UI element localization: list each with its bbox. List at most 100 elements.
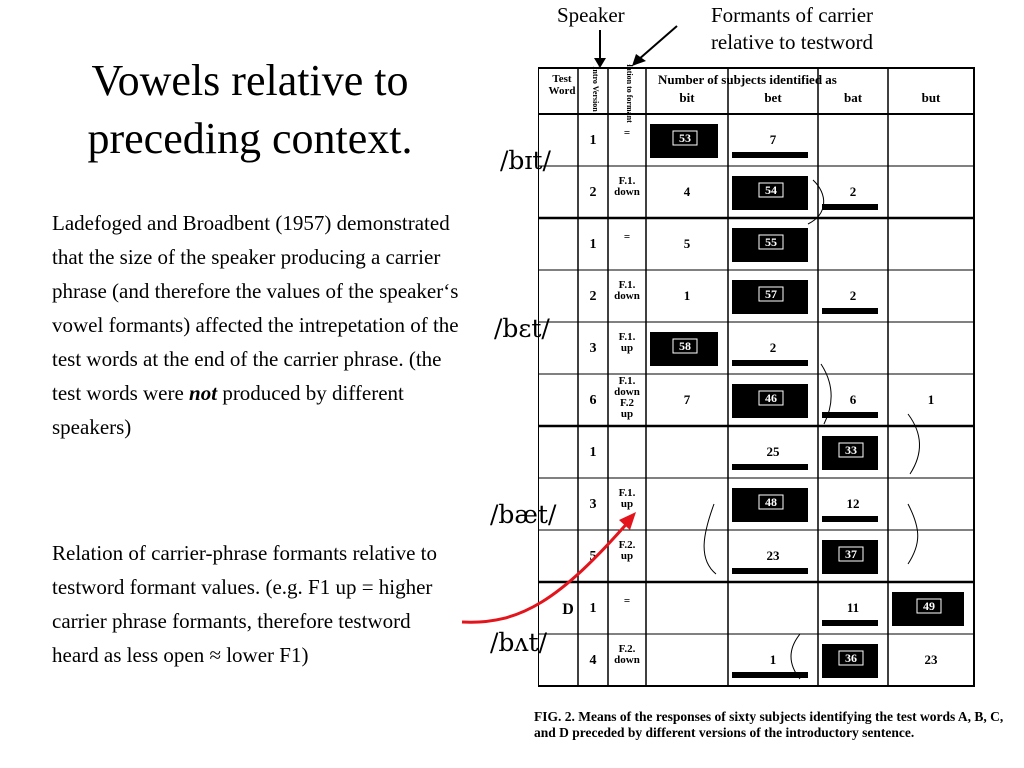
filled-cell	[732, 384, 808, 418]
cell-value: 57	[765, 287, 777, 301]
paragraph-text-b: produced by different speakers)	[52, 381, 404, 439]
cell-value: 4	[684, 184, 691, 199]
row-relation: down	[614, 386, 640, 398]
row-version: 4	[590, 653, 597, 668]
cell-value: 36	[845, 651, 857, 665]
cell-value-box	[838, 546, 864, 562]
formants-annotation: Formants of carrier relative to testword	[672, 2, 912, 56]
row-version: 1	[590, 601, 597, 616]
row-version: 5	[590, 549, 597, 564]
header-relation: Relation to formant	[625, 64, 634, 123]
cell-value: 11	[847, 600, 859, 615]
filled-cell	[650, 332, 718, 366]
cell-value: 46	[765, 391, 777, 405]
filled-cell	[822, 436, 878, 470]
figure-curved-arrow	[790, 633, 801, 680]
cell-value-box	[758, 286, 784, 302]
cell-value-box	[758, 494, 784, 510]
speaker-annotation: Speaker	[557, 3, 625, 27]
cell-value: 5	[684, 236, 691, 251]
cell-value: 1	[770, 652, 777, 667]
row-relation: F.2.	[619, 643, 636, 655]
row-relation: up	[621, 342, 633, 354]
row-relation: F.1.	[619, 375, 636, 387]
filled-cell	[822, 540, 878, 574]
row-relation: up	[621, 408, 633, 420]
row-relation: F.2	[620, 397, 634, 409]
test-word-d: D	[562, 601, 574, 618]
cell-bar	[822, 412, 878, 418]
cell-bar	[822, 516, 878, 522]
ipa-label-bit: /bɪt/	[500, 146, 551, 175]
row-version: 1	[590, 237, 597, 252]
filled-cell	[732, 280, 808, 314]
cell-value: 1	[928, 392, 935, 407]
row-relation: up	[621, 550, 633, 562]
row-version: 3	[590, 341, 597, 356]
paragraph-text-a: Ladefoged and Broadbent (1957) demonstra…	[52, 211, 459, 405]
figure-caption: FIG. 2. Means of the responses of sixty …	[534, 709, 1004, 740]
header-col-bat: bat	[844, 90, 863, 105]
cell-value: 12	[847, 496, 860, 511]
cell-value: 54	[765, 183, 777, 197]
cell-bar	[822, 204, 878, 210]
row-relation: =	[624, 595, 630, 607]
cell-value-box	[838, 442, 864, 458]
formants-annotation-line2: relative to testword	[710, 30, 874, 54]
cell-value: 1	[684, 288, 691, 303]
cell-bar	[822, 620, 878, 626]
row-version: 2	[590, 289, 597, 304]
header-col-bet: bet	[764, 90, 782, 105]
row-version: 1	[590, 445, 597, 460]
cell-bar	[732, 360, 808, 366]
cell-value-box	[758, 390, 784, 406]
paragraph-relation: Relation of carrier-phrase formants rela…	[52, 541, 437, 667]
row-relation: up	[621, 498, 633, 510]
cell-bar	[732, 672, 808, 678]
figure-curved-arrow	[907, 503, 919, 565]
cell-value: 6	[850, 392, 857, 407]
cell-value: 25	[767, 444, 781, 459]
row-version: 1	[590, 133, 597, 148]
cell-value-box	[758, 234, 784, 250]
cell-value: 33	[845, 443, 857, 457]
cell-value: 48	[765, 495, 777, 509]
cell-value-box	[672, 130, 698, 146]
filled-cell	[650, 124, 718, 158]
cell-bar	[732, 568, 808, 574]
cell-value: 7	[770, 132, 777, 147]
row-relation: =	[624, 231, 630, 243]
row-relation: =	[624, 127, 630, 139]
row-relation: down	[614, 290, 640, 302]
row-version: 6	[590, 393, 597, 408]
figure-curved-arrow	[703, 503, 717, 575]
header-test: Test	[552, 73, 571, 85]
row-relation: F.1.	[619, 331, 636, 343]
cell-value: 2	[850, 288, 857, 303]
row-version: 3	[590, 497, 597, 512]
row-version: 2	[590, 185, 597, 200]
table-frame	[537, 67, 975, 687]
paragraph-ladefoged: Ladefoged and Broadbent (1957) demonstra…	[52, 206, 462, 444]
header-col-but: but	[922, 90, 941, 105]
cell-value: 7	[684, 392, 691, 407]
filled-cell	[732, 488, 808, 522]
cell-value: 2	[850, 184, 857, 199]
filled-cell	[732, 176, 808, 210]
cell-bar	[732, 152, 808, 158]
row-relation: down	[614, 186, 640, 198]
filled-cell	[892, 592, 964, 626]
figure-curved-arrow	[907, 413, 920, 475]
cell-bar	[822, 308, 878, 314]
cell-bar	[732, 464, 808, 470]
header-number-identified: Number of subjects identified as	[658, 72, 837, 87]
cell-value: 37	[845, 547, 857, 561]
header-word: Word	[549, 85, 576, 97]
formants-annotation-line1: Formants of carrier	[710, 3, 874, 27]
row-relation: down	[614, 654, 640, 666]
ipa-label-bet: /bɛt/	[494, 314, 550, 343]
cell-value: 49	[923, 599, 935, 613]
header-intro-version: Intro Version	[591, 66, 600, 112]
